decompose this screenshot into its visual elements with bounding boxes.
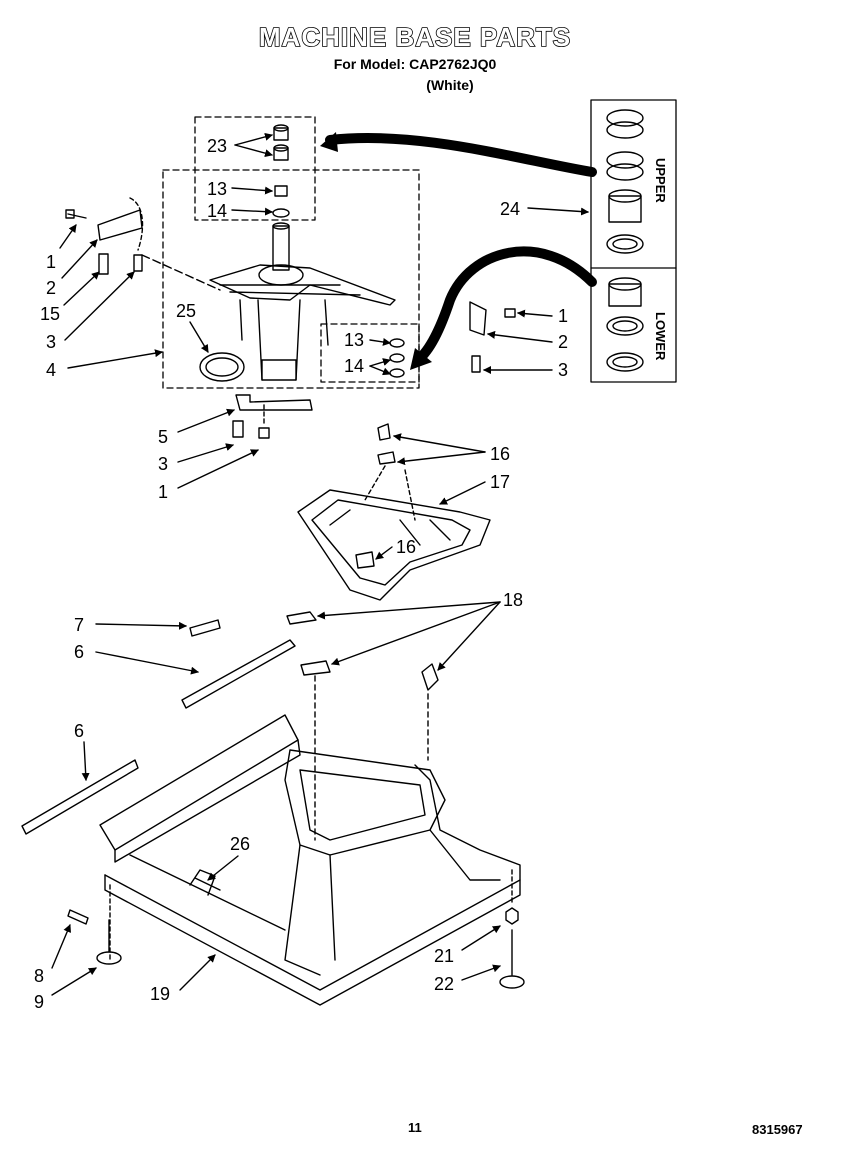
leveling-legs [67, 869, 525, 989]
callout-16-lower: 16 [396, 537, 416, 557]
callout-26: 26 [230, 834, 250, 854]
upper-bushings [272, 124, 290, 218]
callout-25: 25 [176, 301, 196, 321]
callout-23: 23 [207, 136, 227, 156]
bushing-group-box [194, 116, 316, 221]
springs-and-straps [21, 619, 296, 835]
callout-19: 19 [150, 984, 170, 1004]
kit-label-upper: UPPER [653, 158, 668, 203]
kit-label-lower: LOWER [653, 312, 668, 361]
bushing-kit-box [590, 99, 677, 383]
callout-3-left: 3 [46, 332, 56, 352]
right-bracket-hardware [469, 301, 516, 373]
callout-9: 9 [34, 992, 44, 1012]
drive-assembly [209, 222, 396, 381]
lower-bracket-hardware [232, 394, 313, 439]
callout-1-left: 1 [46, 252, 56, 272]
model-line: For Model: CAP2762JQ0 [333, 56, 497, 72]
base-frame [99, 714, 521, 1006]
callout-24: 24 [500, 199, 520, 219]
callout-5: 5 [158, 427, 168, 447]
callout-3-right: 3 [558, 360, 568, 380]
callout-3-bottom: 3 [158, 454, 168, 474]
callout-13-upper: 13 [207, 179, 227, 199]
callout-6-upper: 6 [74, 642, 84, 662]
callout-7: 7 [74, 615, 84, 635]
page-title: MACHINE BASE PARTS [258, 21, 572, 53]
page-number: 11 [408, 1120, 422, 1135]
corner-clips [286, 611, 439, 841]
callout-6-lower: 6 [74, 721, 84, 741]
callout-2-left: 2 [46, 278, 56, 298]
color-line: (White) [426, 77, 474, 93]
upper-kit-arrow [325, 133, 597, 177]
callout-1-bottom: 1 [158, 482, 168, 502]
callout-21: 21 [434, 946, 454, 966]
callout-1-right: 1 [558, 306, 568, 326]
lower-bushing-group-box [320, 323, 420, 383]
document-number: 8315967 [752, 1122, 803, 1137]
callout-leaders [51, 132, 589, 996]
callout-22: 22 [434, 974, 454, 994]
callout-14-upper: 14 [207, 201, 227, 221]
callout-16-upper: 16 [490, 444, 510, 464]
callout-17: 17 [490, 472, 510, 492]
left-bracket-hardware [65, 197, 221, 291]
callout-2-right: 2 [558, 332, 568, 352]
callout-14-lower: 14 [344, 356, 364, 376]
lower-kit-arrow [413, 246, 597, 365]
gasket-ring [199, 352, 245, 382]
callout-8: 8 [34, 966, 44, 986]
callout-15: 15 [40, 304, 60, 324]
lower-bushings [389, 338, 405, 378]
bushing-kit-parts [606, 109, 644, 372]
callout-4: 4 [46, 360, 56, 380]
callout-13-lower: 13 [344, 330, 364, 350]
drive-group-box [162, 169, 420, 389]
top-frame [297, 423, 491, 601]
callout-18: 18 [503, 590, 523, 610]
